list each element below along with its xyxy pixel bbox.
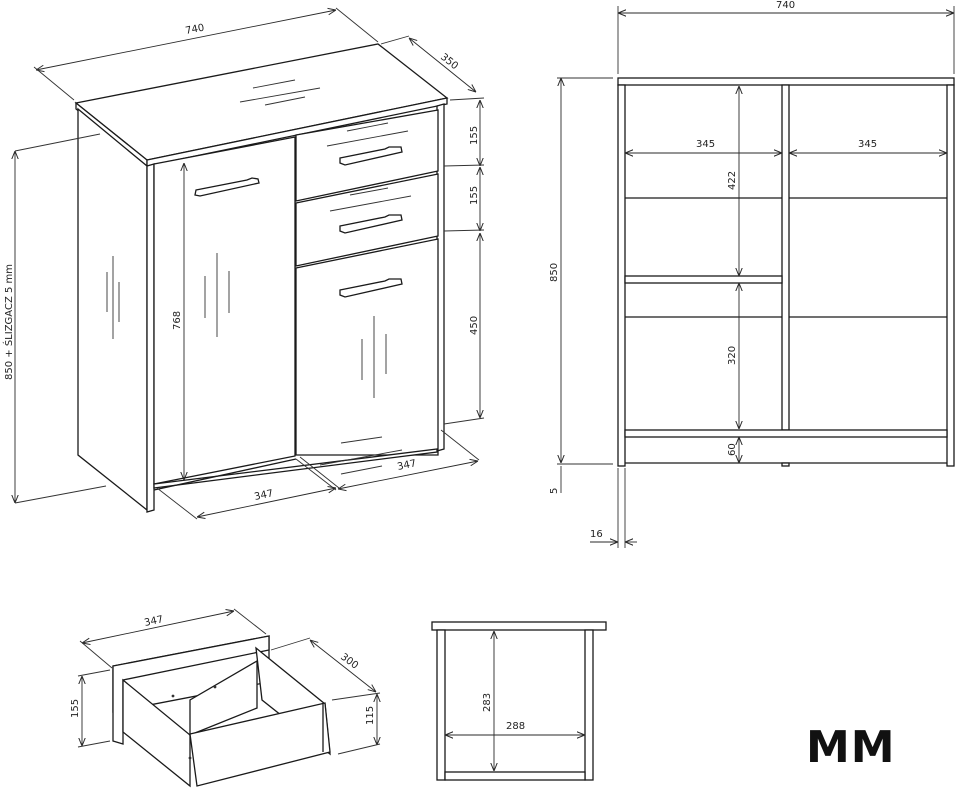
- isometric-cabinet: 740 350 850 + ŚLIZGACZ 5 mm 768 155 155 …: [2, 7, 485, 520]
- dim-plinth: 60: [727, 443, 738, 456]
- left-side-panel: [77, 107, 148, 512]
- dim-left-compartment: 345: [696, 139, 715, 150]
- front-shelf: [624, 275, 783, 284]
- dim-left-door-width: 347: [253, 488, 274, 503]
- dim-right-compartment: 345: [858, 139, 877, 150]
- section-right: [584, 629, 594, 781]
- drawer-1: [295, 109, 439, 202]
- front-left-side: [617, 84, 626, 467]
- dim-front-height: 850: [549, 263, 560, 282]
- dim-drawer-box-height: 115: [365, 706, 376, 725]
- left-door: [153, 136, 296, 485]
- front-view: 740 345 345 422 320 60 850 5 16: [549, 0, 955, 548]
- dim-lower-clearance: 320: [727, 346, 738, 365]
- dim-right-door-width: 347: [396, 458, 417, 473]
- dim-drawer-depth: 300: [338, 652, 360, 672]
- front-right-side: [946, 84, 955, 467]
- right-door-handle: [339, 278, 403, 298]
- section-left: [436, 629, 446, 781]
- section-bottom: [444, 771, 586, 781]
- side-section: 283 288: [431, 621, 607, 781]
- dim-glide: 5: [549, 488, 560, 494]
- dim-drawer1-height: 155: [469, 126, 480, 145]
- dim-iso-height: 850 + ŚLIZGACZ 5 mm: [2, 264, 15, 380]
- dim-drawer-front-height: 155: [70, 699, 81, 718]
- front-bottom: [624, 429, 948, 438]
- section-top: [431, 621, 607, 631]
- drawer-isometric: 347 300 155 115: [70, 608, 380, 788]
- dim-section-height: 283: [482, 693, 493, 712]
- dim-iso-width: 740: [184, 23, 205, 37]
- dim-drawer-front-width: 347: [143, 614, 164, 629]
- dim-iso-depth: 350: [438, 52, 460, 72]
- dim-front-width: 740: [776, 0, 795, 11]
- left-door-handle: [194, 177, 260, 197]
- dim-panel-thickness: 16: [590, 529, 603, 540]
- right-door: [295, 238, 439, 456]
- front-divider: [781, 84, 790, 431]
- dim-drawer2-height: 155: [469, 186, 480, 205]
- dim-section-width: 288: [506, 721, 525, 732]
- drawer-front-panel: [189, 702, 331, 787]
- dim-door-height: 768: [172, 311, 183, 330]
- drawer-1-handle: [339, 146, 403, 166]
- dim-right-door-height: 450: [469, 316, 480, 335]
- dim-upper-clearance: 422: [727, 171, 738, 190]
- brand-logo: MM: [806, 722, 896, 773]
- front-top: [617, 77, 955, 86]
- drawer-2-handle: [339, 214, 403, 234]
- drawer-left-side: [122, 678, 191, 788]
